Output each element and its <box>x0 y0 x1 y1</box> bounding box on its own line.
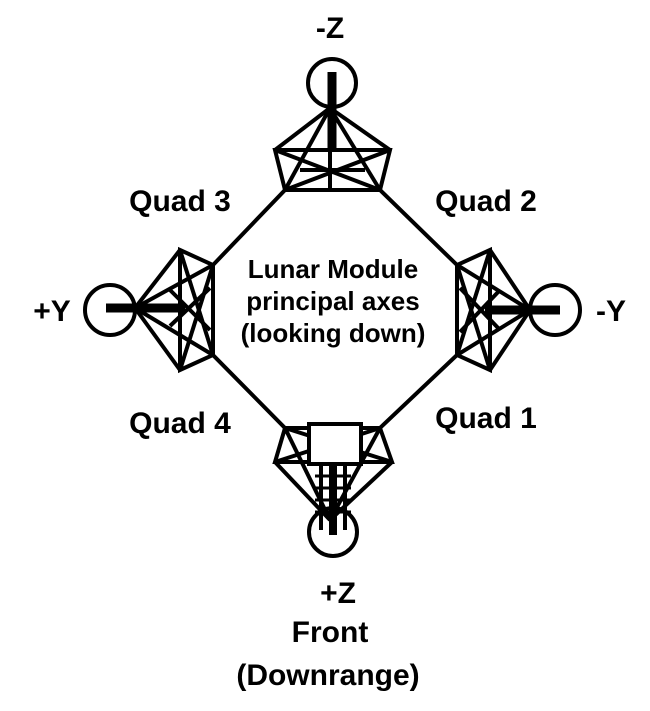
front-hatch <box>307 422 363 466</box>
downrange-label: (Downrange) <box>236 659 419 692</box>
landing-leg-minus-y <box>455 246 532 374</box>
axis-label-plus-y: +Y <box>33 295 71 328</box>
ladder <box>315 464 351 535</box>
quad-1-label: Quad 1 <box>435 402 537 435</box>
quad-4-label: Quad 4 <box>129 407 231 440</box>
quad-3-label: Quad 3 <box>129 185 231 218</box>
axis-label-minus-z: -Z <box>316 12 344 45</box>
landing-leg-minus-z <box>272 106 393 192</box>
quad-2-label: Quad 2 <box>435 185 537 218</box>
center-text-line-2: principal axes <box>246 286 419 316</box>
axis-label-plus-z: +Z <box>320 577 356 610</box>
center-text-line-1: Lunar Module <box>248 254 418 284</box>
center-text-line-3: (looking down) <box>241 318 426 348</box>
landing-leg-plus-y <box>133 246 215 374</box>
axis-label-minus-y: -Y <box>596 295 626 328</box>
front-label: Front <box>292 616 369 649</box>
